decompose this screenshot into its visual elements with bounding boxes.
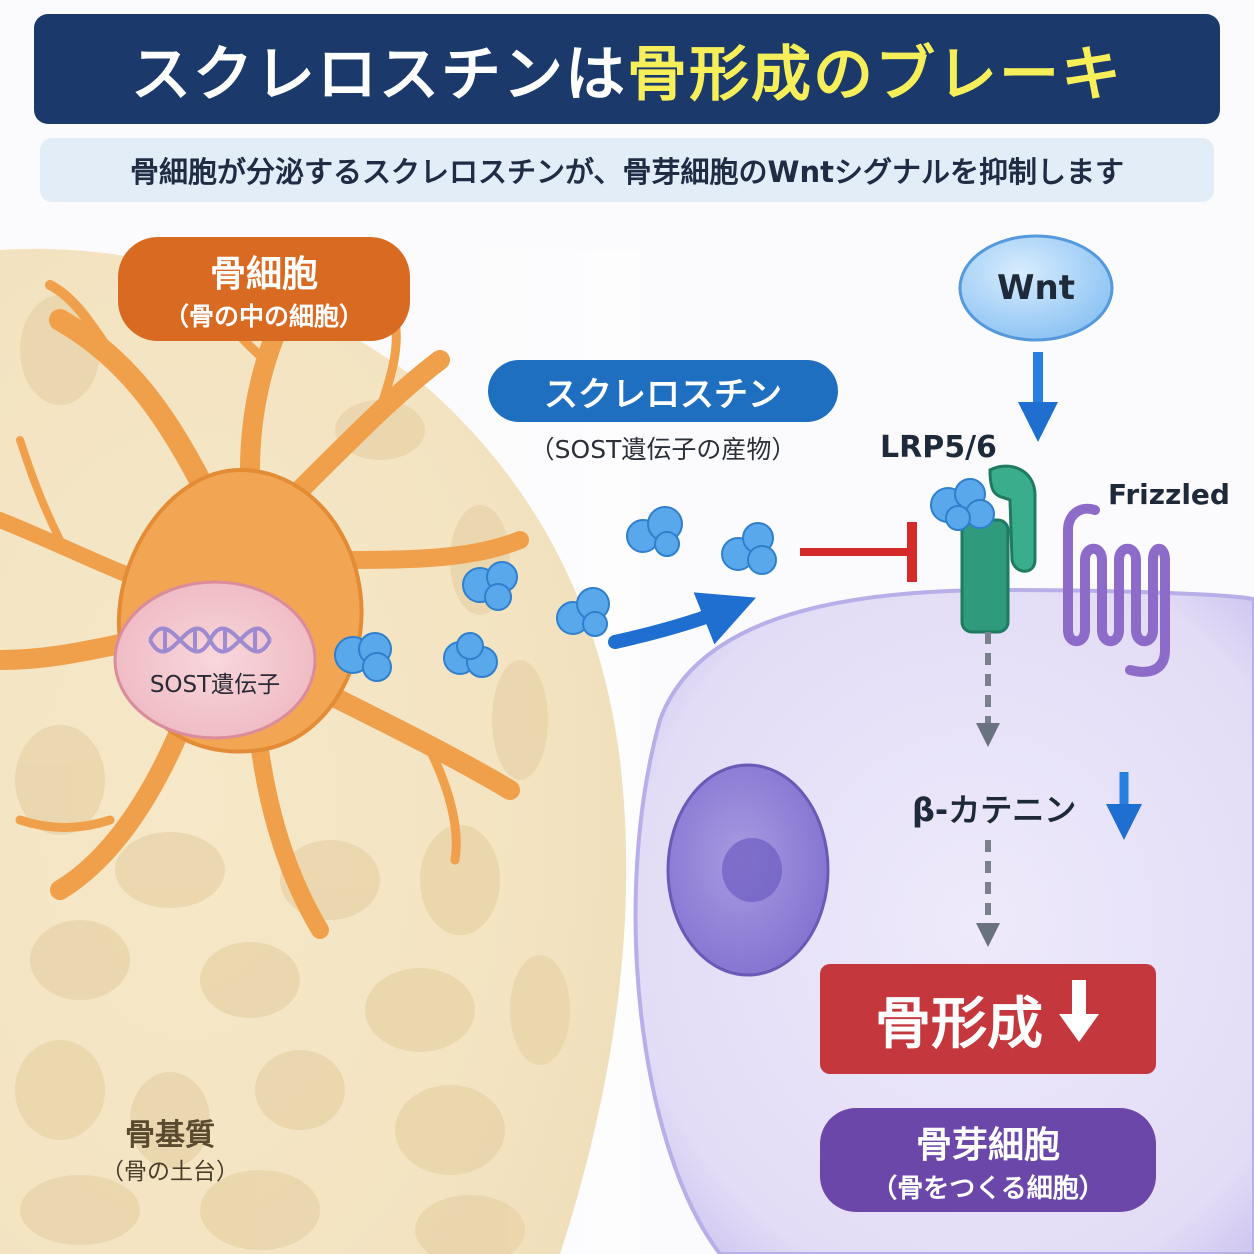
sclerostin-molecule	[556, 587, 610, 637]
osteocyte-label: 骨細胞 （骨の中の細胞）	[118, 237, 410, 341]
sclerostin-name: スクレロスチン	[544, 374, 782, 415]
osteoblast-cell	[633, 587, 1254, 1254]
osteocyte-desc: （骨の中の細胞）	[163, 302, 364, 331]
bone-matrix-region	[0, 248, 640, 1254]
bone-formation-box: 骨形成	[820, 964, 1156, 1074]
sclerostin-molecule	[443, 632, 498, 678]
frizzled-receptor	[1063, 503, 1170, 677]
sclerostin-molecule	[462, 561, 518, 611]
osteoblast-label: 骨芽細胞 （骨をつくる細胞）	[820, 1108, 1156, 1212]
bone-matrix-name: 骨基質	[125, 1118, 215, 1153]
wnt-label: Wnt	[997, 268, 1075, 308]
gene-label: SOST遺伝子	[149, 672, 281, 698]
secretion-arrow	[608, 592, 756, 649]
subtitle: 骨細胞が分泌するスクレロスチンが、骨芽細胞のWntシグナルを抑制します	[40, 138, 1214, 202]
title-highlight: 骨形成のブレーキ	[627, 39, 1123, 110]
title-text: スクレロスチンは	[131, 39, 627, 110]
osteocyte-name: 骨細胞	[209, 254, 318, 295]
osteoblast-name: 骨芽細胞	[915, 1124, 1060, 1166]
sclerostin-molecule	[626, 506, 683, 557]
sclerostin-molecule	[721, 522, 777, 575]
beta-catenin-label: β-カテニン	[912, 791, 1077, 829]
arrow-down-icon	[1057, 980, 1101, 1058]
lrp-label: LRP5/6	[880, 430, 997, 465]
wnt-ligand	[958, 234, 1114, 342]
sclerostin-molecules	[334, 506, 777, 682]
sclerostin-label: スクレロスチン	[488, 360, 838, 422]
bone-matrix-desc: （骨の土台）	[101, 1159, 239, 1185]
sclerostin-desc: （SOST遺伝子の産物）	[529, 435, 797, 464]
sclerostin-molecule	[334, 632, 392, 682]
title-banner: スクレロスチンは骨形成のブレーキ	[34, 14, 1220, 124]
osteoblast-desc: （骨をつくる細胞）	[871, 1173, 1105, 1204]
bone-formation-label: 骨形成	[875, 991, 1043, 1057]
dna-icon	[148, 626, 272, 654]
osteocyte-cell	[0, 265, 529, 939]
frizzled-label: Frizzled	[1108, 478, 1230, 511]
inhibition-symbol	[800, 522, 917, 582]
